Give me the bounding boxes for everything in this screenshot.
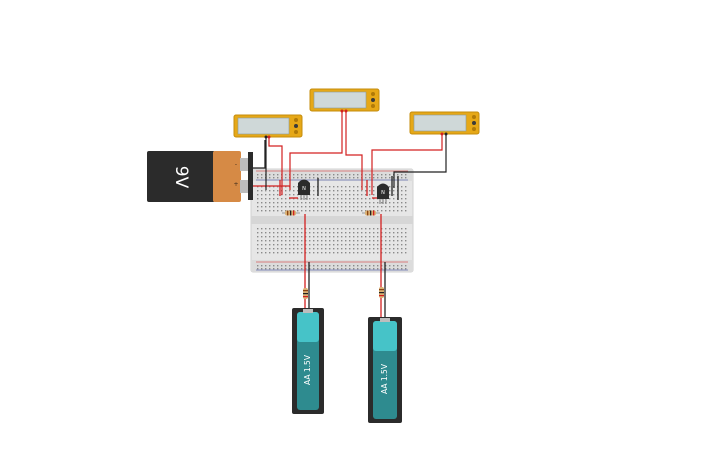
multimeter-1[interactable]	[233, 114, 303, 138]
battery-9v[interactable]: 9V + -	[147, 151, 253, 202]
meter-wires[interactable]	[264, 109, 448, 196]
breadboard-jumpers[interactable]	[279, 176, 399, 200]
aa-right-wires[interactable]	[379, 214, 386, 318]
transistor-left[interactable]: N	[298, 179, 310, 201]
breadboard-holes	[257, 174, 407, 270]
battery-9v-wires[interactable]	[253, 140, 290, 187]
multimeter-2[interactable]	[309, 88, 380, 112]
battery-aa-left[interactable]: AA 1.5V	[292, 308, 324, 414]
battery-aa-right-label: AA 1.5V	[380, 363, 389, 394]
battery-9v-neg-label: -	[235, 161, 237, 168]
battery-aa-right[interactable]: AA 1.5V	[368, 317, 402, 423]
transistor-right[interactable]: N	[377, 183, 389, 205]
battery-aa-left-label: AA 1.5V	[303, 354, 312, 385]
aa-left-wires[interactable]	[303, 214, 310, 309]
resistor-board-left[interactable]	[282, 210, 300, 216]
multimeter-3[interactable]	[409, 111, 480, 135]
transistor-right-label: N	[381, 190, 385, 196]
transistor-left-label: N	[302, 186, 306, 192]
battery-9v-label: 9V	[171, 166, 191, 189]
battery-9v-pos-label: +	[233, 181, 238, 188]
resistor-board-right[interactable]	[362, 210, 380, 216]
breadboard[interactable]	[250, 168, 414, 273]
